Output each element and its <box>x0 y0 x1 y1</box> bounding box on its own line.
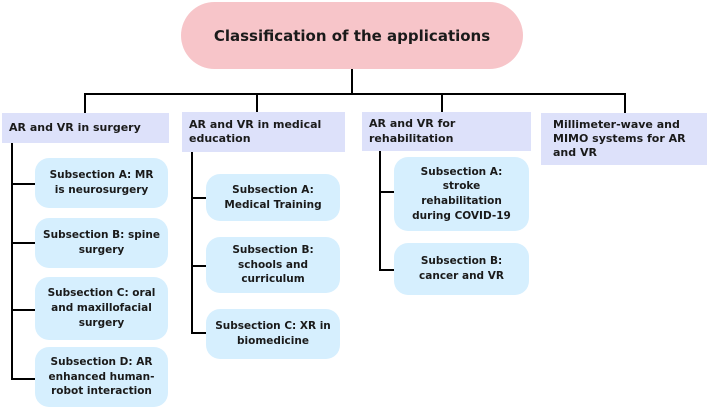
drop-line-education <box>256 93 258 113</box>
education-vertical-line <box>191 152 193 334</box>
subsection-node: Subsection A: stroke rehabilitation duri… <box>394 157 529 231</box>
surgery-tick-b <box>11 242 35 244</box>
surgery-vertical-line <box>11 143 13 380</box>
rehabilitation-tick-b <box>379 269 394 271</box>
subsection-node: Subsection A: Medical Training <box>206 174 340 221</box>
drop-line-surgery <box>84 93 86 114</box>
category-millimeter: Millimeter-wave and MIMO systems for AR … <box>541 113 707 165</box>
subsection-label: Subsection A: MR is neurosurgery <box>49 169 154 196</box>
rehabilitation-tick-a <box>379 191 394 193</box>
category-rehabilitation: AR and VR for rehabilitation <box>362 112 531 151</box>
root-node: Classification of the applications <box>181 2 523 69</box>
subsection-node: Subsection B: cancer and VR <box>394 243 529 295</box>
root-stem-line <box>351 69 353 94</box>
subsection-label: Subsection A: stroke rehabilitation duri… <box>412 165 511 222</box>
category-education: AR and VR in medical education <box>182 112 345 152</box>
surgery-tick-c <box>11 309 35 311</box>
rehabilitation-vertical-line <box>379 151 381 271</box>
subsection-label: Subsection C: oral and maxillofacial sur… <box>47 287 156 329</box>
drop-line-millimeter <box>624 93 626 114</box>
subsection-node: Subsection C: oral and maxillofacial sur… <box>35 277 168 340</box>
top-horizontal-line <box>84 93 625 95</box>
subsection-label: Subsection A: Medical Training <box>224 183 322 211</box>
subsection-label: Subsection C: XR in biomedicine <box>215 320 331 347</box>
subsection-node: Subsection B: spine surgery <box>35 218 168 268</box>
education-tick-a <box>191 197 206 199</box>
subsection-label: Subsection B: cancer and VR <box>419 255 504 282</box>
surgery-tick-a <box>11 183 35 185</box>
subsection-node: Subsection C: XR in biomedicine <box>206 309 340 359</box>
category-label: AR and VR for rehabilitation <box>369 117 456 145</box>
subsection-label: Subsection B: schools and curriculum <box>232 243 314 286</box>
root-label: Classification of the applications <box>213 26 491 45</box>
category-surgery: AR and VR in surgery <box>2 113 169 143</box>
subsection-node: Subsection D: AR enhanced human-robot in… <box>35 347 168 407</box>
surgery-tick-d <box>11 378 35 380</box>
subsection-label: Subsection B: spine surgery <box>43 229 160 256</box>
subsection-label: Subsection D: AR enhanced human-robot in… <box>48 355 155 398</box>
category-label: AR and VR in surgery <box>9 120 141 134</box>
category-label: AR and VR in medical education <box>189 117 322 145</box>
education-tick-b <box>191 265 206 267</box>
drop-line-rehabilitation <box>441 93 443 113</box>
subsection-node: Subsection A: MR is neurosurgery <box>35 158 168 208</box>
subsection-node: Subsection B: schools and curriculum <box>206 237 340 293</box>
education-tick-c <box>191 332 206 334</box>
category-label: Millimeter-wave and MIMO systems for AR … <box>553 117 686 160</box>
